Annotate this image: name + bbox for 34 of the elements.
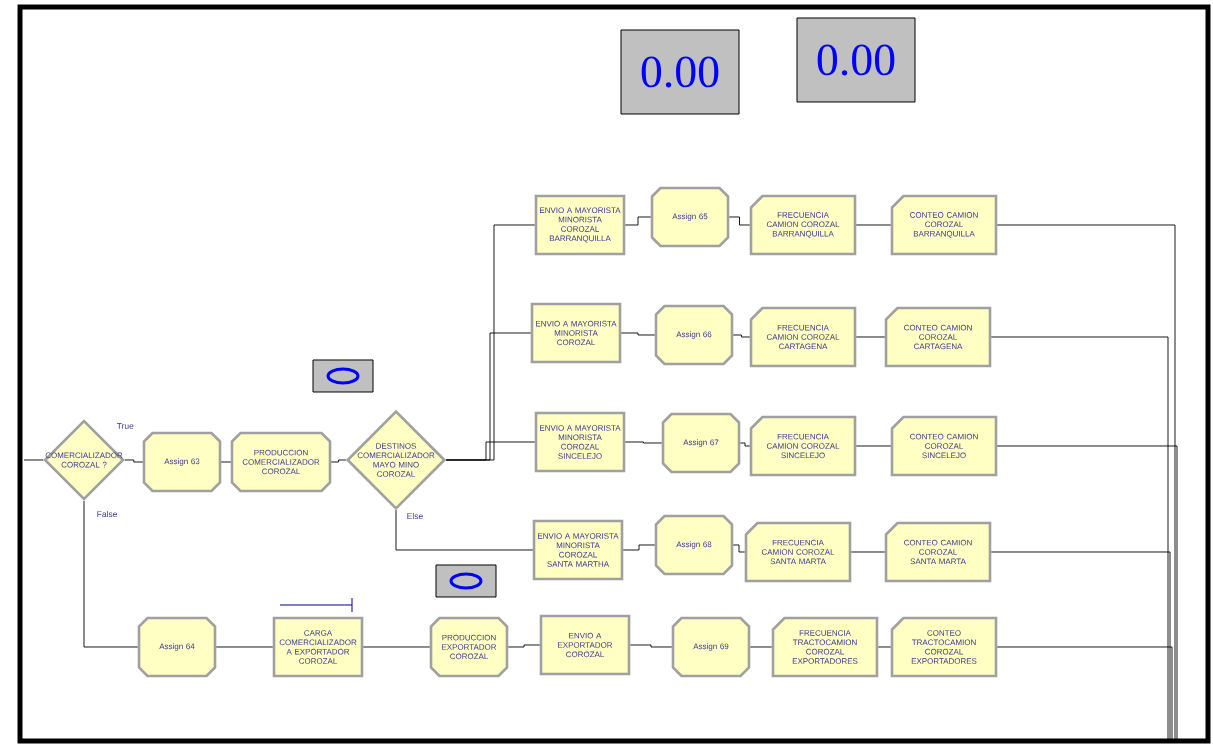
connector (215, 646, 274, 648)
connector (330, 459, 347, 463)
connector (996, 646, 1173, 740)
connector (996, 445, 1178, 740)
value-display: 0.00 (796, 17, 916, 103)
connector (732, 544, 746, 553)
connector (855, 336, 886, 338)
branch-label: Else (407, 512, 423, 520)
connector (23, 459, 44, 461)
connector (445, 441, 536, 461)
connector (507, 644, 541, 648)
connector (990, 551, 1171, 740)
value-display: 0.00 (620, 29, 740, 115)
connector (624, 441, 663, 444)
connector (855, 445, 892, 447)
connector (739, 442, 751, 447)
connector (749, 646, 773, 648)
connector (620, 332, 656, 336)
connector (220, 461, 232, 463)
connector (622, 544, 656, 551)
connector (877, 646, 892, 648)
connector (624, 216, 652, 226)
connector (362, 646, 431, 648)
connector (395, 509, 534, 551)
connector (990, 336, 1169, 740)
branch-label: False (97, 510, 118, 518)
connector (850, 551, 886, 553)
connector (996, 224, 1176, 740)
connector (728, 216, 751, 226)
connector (732, 334, 751, 338)
connector (124, 459, 144, 463)
connector (83, 500, 139, 648)
connector (855, 224, 892, 226)
connector (629, 644, 673, 648)
